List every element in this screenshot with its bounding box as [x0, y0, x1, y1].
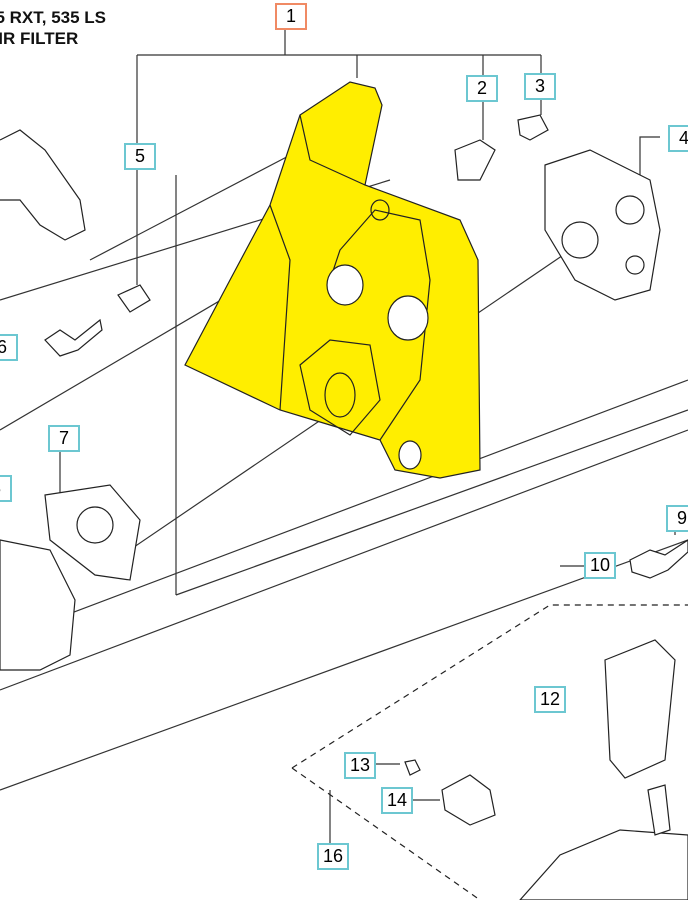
carburetor: [0, 539, 76, 671]
bushing-2: [454, 139, 496, 181]
part-14: [441, 774, 496, 826]
callout-3[interactable]: 3: [524, 73, 556, 100]
callout-14[interactable]: 14: [381, 787, 413, 814]
callout-6[interactable]: 6: [0, 334, 18, 361]
callout-4[interactable]: 4: [668, 125, 688, 152]
bushing-3: [517, 114, 549, 141]
dashed-boundary: [291, 604, 688, 900]
callout-16[interactable]: 16: [317, 843, 349, 870]
screw-10: [629, 539, 688, 579]
title-line-model: 35 RXT, 535 LS: [0, 8, 107, 27]
callout-10[interactable]: 10: [584, 552, 616, 579]
callout-12[interactable]: 12: [534, 686, 566, 713]
trigger-12: [604, 639, 676, 779]
title-line-section: AIR FILTER: [0, 29, 79, 48]
gasket-4: [544, 149, 661, 301]
callout-1[interactable]: 1: [275, 3, 307, 30]
callout-13[interactable]: 13: [344, 752, 376, 779]
screw-13: [404, 759, 421, 776]
bolt-6: [44, 318, 103, 357]
callout-8[interactable]: 8: [0, 475, 12, 502]
diagram-title: 35 RXT, 535 LS AIR FILTER: [0, 7, 106, 49]
handle: [519, 829, 688, 900]
callout-7[interactable]: 7: [48, 425, 80, 452]
air-filter-housing: [184, 81, 481, 479]
hose: [0, 129, 86, 241]
callout-5[interactable]: 5: [124, 143, 156, 170]
washer-5: [117, 284, 151, 313]
callout-9[interactable]: 9: [666, 505, 688, 532]
callout-2[interactable]: 2: [466, 75, 498, 102]
other-parts: [0, 114, 688, 900]
